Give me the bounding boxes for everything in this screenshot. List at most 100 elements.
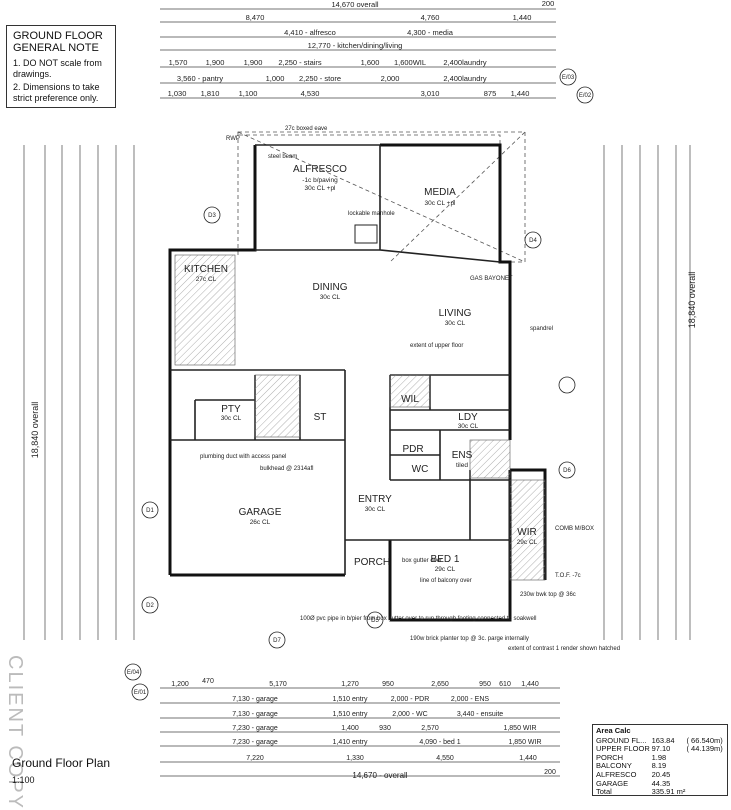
client-copy-watermark: CLIENT COPY	[4, 655, 26, 810]
bot-dim-1-i: 1,440	[521, 681, 539, 688]
bot-dim-4-a: 7,230 - garage	[232, 725, 278, 732]
top-dim-6-g: 1,440	[511, 89, 530, 98]
room-living-sub1: 30c CL	[445, 320, 466, 327]
room-living: LIVING	[439, 308, 472, 319]
top-dimension-lines	[160, 8, 556, 99]
right-overall: 18,840 overall	[687, 272, 697, 329]
note-bulkhead: bulkhead @ 2314afl	[260, 466, 313, 472]
room-wc: WC	[412, 464, 429, 475]
area-label: UPPER FLOOR	[596, 744, 650, 754]
room-media: MEDIA	[424, 187, 456, 198]
top-dim-2-a: 4,410 - alfresco	[284, 28, 336, 37]
mark-d6: D6	[563, 468, 571, 474]
note-box-gutter: box gutter over	[402, 558, 442, 564]
bot-dim-6-d: 1,440	[519, 755, 537, 762]
area-label: Total	[596, 787, 612, 797]
mark-e02: E/02	[579, 93, 592, 99]
mark-d4: D4	[529, 238, 537, 244]
bot-dim-1-f: 2,650	[431, 681, 449, 688]
room-garage: GARAGE	[239, 507, 282, 518]
top-dim-5-c: 2,250 - store	[299, 74, 341, 83]
eave-outline	[237, 131, 526, 263]
top-dim-4-b: 1,900	[206, 58, 225, 67]
stair-hatch	[254, 374, 301, 438]
left-overall: 18,840 overall	[30, 402, 40, 459]
mark-d1: D1	[146, 508, 154, 514]
area-extra: ( 66.540m)	[686, 735, 723, 745]
top-dim-1-c: 1,440	[513, 13, 532, 22]
bot-dim-5-c: 4,090 - bed 1	[419, 739, 460, 746]
room-ldy: LDY	[458, 412, 478, 423]
mark-e01: E/01	[134, 690, 147, 696]
mark-d3: D3	[208, 213, 216, 219]
room-alfresco-sub1: -1c b/paving	[302, 177, 338, 184]
bot-dim-5-d: 1,850 WIR	[508, 739, 541, 746]
note-manhole: lockable manhole	[348, 211, 395, 217]
bot-dim-1-g: 950	[479, 681, 491, 688]
area-value: 163.84	[651, 735, 675, 745]
top-dim-4-g: 2,400laundry	[443, 58, 487, 67]
top-dim-4-f: 1,600WIL	[394, 58, 426, 67]
room-ens-sub1: tiled	[456, 462, 468, 469]
top-dim-6-f: 875	[484, 89, 497, 98]
room-garage-sub1: 26c CL	[250, 519, 271, 526]
bot-dim-5-b: 1,410 entry	[332, 739, 368, 746]
bot-dim-4-b: 1,400	[341, 725, 359, 732]
left-dimension-lines	[23, 145, 135, 640]
area-value: 20.45	[651, 769, 671, 779]
room-dining: DINING	[313, 282, 348, 293]
wil-hatch	[389, 374, 431, 408]
area-value: 8.19	[651, 761, 667, 771]
bot-dim-2-b: 1,510 entry	[332, 696, 368, 703]
section-markers	[124, 68, 594, 701]
bot-dim-1-b: 470	[202, 678, 214, 685]
room-bed1-sub1: 29c CL	[435, 566, 456, 573]
bot-dim-2-a: 7,130 - garage	[232, 696, 278, 703]
right-dimension-lines	[603, 145, 691, 640]
area-calc-table: Area Calc GROUND FL...163.84( 66.540m) U…	[592, 724, 728, 796]
note-planter: 190w brick planter top @ 3c. parge inter…	[410, 636, 529, 642]
mark-d7: D7	[273, 638, 281, 644]
mark-d2: D2	[146, 603, 154, 609]
room-pty-sub1: 30c CL	[221, 415, 242, 422]
note-balcony: line of balcony over	[420, 578, 472, 584]
top-dim-5-d: 2,000	[381, 74, 400, 83]
bot-dim-6-a: 7,220	[246, 755, 264, 762]
room-pty: PTY	[221, 404, 241, 415]
top-dim-4-d: 2,250 - stairs	[278, 58, 322, 67]
room-dining-sub1: 30c CL	[320, 294, 341, 301]
area-row: GROUND FL...163.84( 66.540m)	[596, 735, 724, 746]
bot-dim-2-d: 2,000 - ENS	[451, 696, 489, 703]
note-item-1: 1. DO NOT scale from drawings.	[13, 58, 102, 79]
top-dim-5-a: 3,560 - pantry	[177, 74, 224, 83]
top-dim-6-d: 4,530	[301, 89, 320, 98]
note-pvc: 100Ø pvc pipe in b/pier from box gutter …	[300, 616, 536, 622]
note-heading-1: GROUND FLOOR	[13, 30, 103, 42]
bot-dim-1-h: 610	[499, 681, 511, 688]
bot-dim-4-e: 1,850 WIR	[503, 725, 536, 732]
bot-dim-1-e: 950	[382, 681, 394, 688]
top-dim-1-a: 8,470	[246, 13, 265, 22]
bot-dim-6-b: 1,330	[346, 755, 364, 762]
manhole-box	[354, 224, 378, 244]
bot-dim-5-a: 7,230 - garage	[232, 739, 278, 746]
plan-title: Ground Floor Plan	[12, 756, 111, 770]
mark-d5: D5	[371, 618, 379, 624]
room-wir-sub1: 29c CL	[517, 539, 538, 546]
bot-dim-2-c: 2,000 - PDR	[391, 696, 430, 703]
top-dim-5-e: 2,400laundry	[443, 74, 487, 83]
top-dim-6-e: 3,010	[421, 89, 440, 98]
room-porch: PORCH	[354, 557, 390, 568]
bot-dim-1-c: 5,170	[269, 681, 287, 688]
area-calc-heading: Area Calc	[596, 726, 631, 735]
room-kitchen: KITCHEN	[184, 264, 228, 275]
top-dim-1-b: 4,760	[421, 13, 440, 22]
note-plumbing: plumbing duct with access panel	[200, 454, 286, 460]
